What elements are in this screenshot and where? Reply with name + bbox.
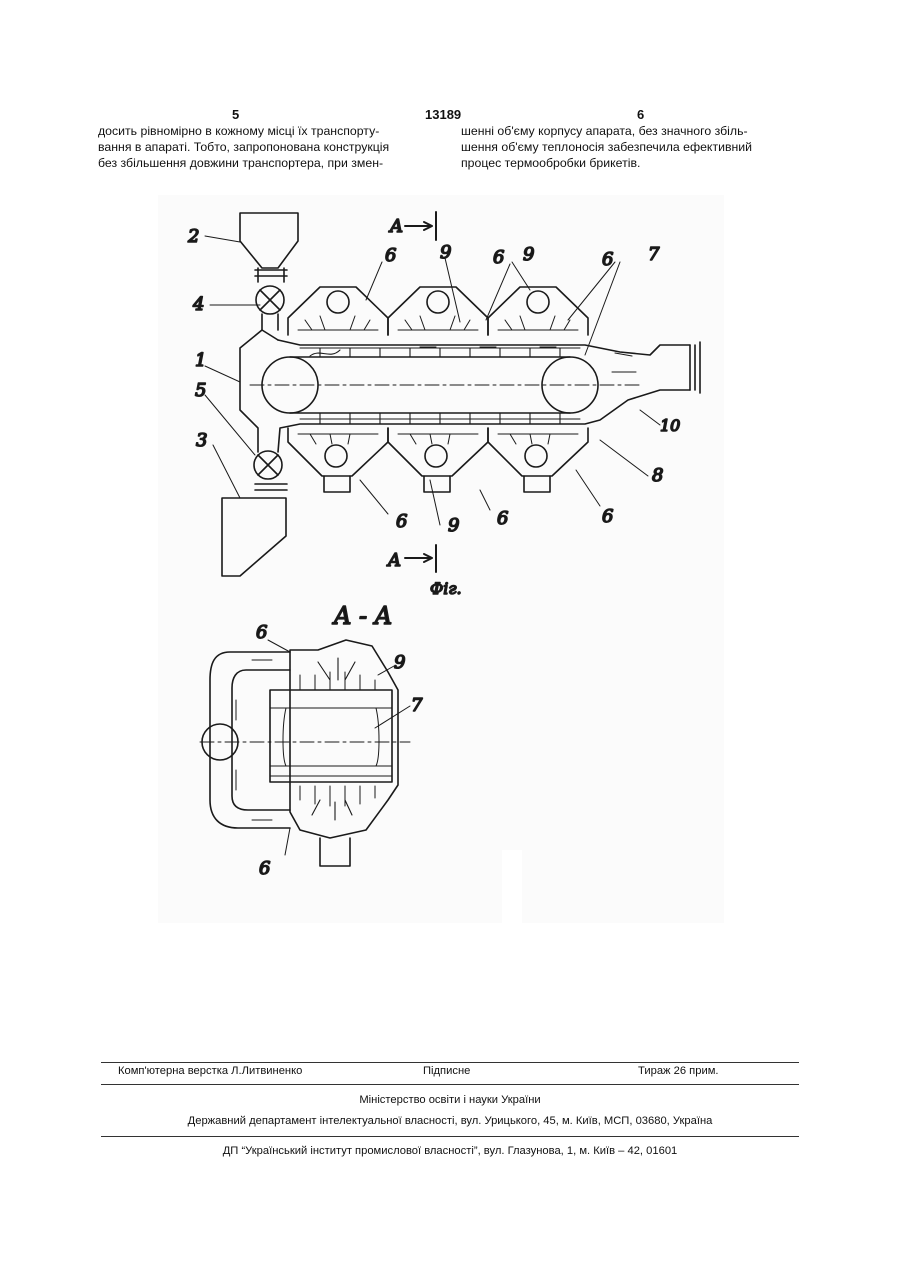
footer-rule [101,1136,799,1137]
duct-loop-inner [232,670,290,810]
label-6: 6 [493,247,504,268]
label-6: 6 [497,508,508,529]
discharge-hopper [222,498,286,576]
label-6: 6 [256,622,267,643]
lower-chamber [488,428,588,476]
footer-circulation: Тираж 26 прим. [638,1065,719,1077]
label-6: 6 [259,858,270,879]
label-7: 7 [411,695,423,716]
hopper-flange [255,268,287,282]
label-9: 9 [523,244,534,265]
upper-chamber [388,287,488,335]
label-4: 4 [192,294,204,315]
label-9: 9 [448,515,459,536]
label-6: 6 [396,511,407,532]
footer-institute: ДП “Український інститут промислової вла… [101,1145,799,1157]
footer-composer: Комп'ютерна верстка Л.Литвиненко [118,1065,302,1077]
label-6: 6 [602,506,613,527]
section-mark-top: A [388,216,403,237]
label-6: 6 [385,245,396,266]
section-mark-bottom: A [386,550,401,571]
upper-chamber [488,287,588,335]
section-housing [290,640,398,838]
section-conveyor [270,690,392,782]
footer-rule [101,1084,799,1085]
footer-rule [101,1062,799,1063]
section-title: A - A [332,602,392,630]
lower-chamber [288,428,388,476]
footer-department: Державний департамент інтелектуальної вл… [101,1115,799,1127]
label-6: 6 [602,249,613,270]
label-5: 5 [195,380,206,401]
footer-signed: Підписне [423,1065,470,1077]
label-8: 8 [652,465,663,486]
label-9: 9 [394,652,405,673]
footer-ministry: Міністерство освіти і науки України [101,1094,799,1106]
feed-hopper [240,213,298,268]
label-2: 2 [187,226,199,247]
lower-chamber [388,428,488,476]
duct-loop-outer [210,652,290,828]
figure-caption: Фіг. [430,579,462,598]
label-9: 9 [440,242,451,263]
label-7: 7 [648,244,660,265]
upper-chamber [288,287,388,335]
label-1: 1 [195,350,206,371]
label-3: 3 [196,430,207,451]
label-10: 10 [660,416,680,435]
